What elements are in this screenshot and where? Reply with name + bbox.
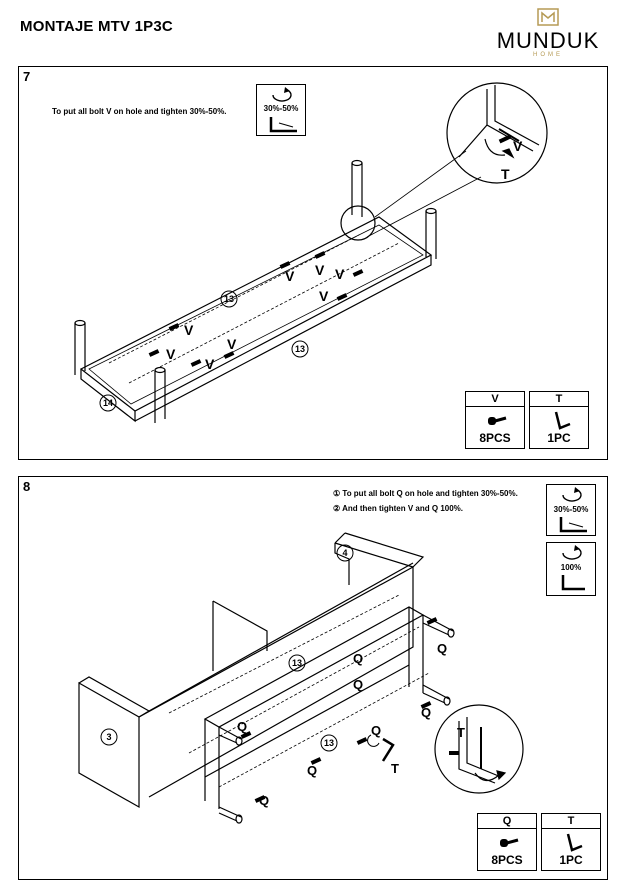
torque-label: 100% — [560, 563, 582, 572]
bolt-v-label: V — [184, 322, 194, 338]
allen-key-icon — [566, 833, 583, 852]
parts-table-t: T 1PC — [529, 391, 589, 449]
step-7-number: 7 — [23, 69, 31, 84]
allen-key-icon — [561, 575, 585, 591]
bolt-icon — [500, 838, 519, 847]
step-8-panel: 8 ① To put all bolt Q on hole and tighte… — [18, 476, 608, 880]
part-13-label: 13 — [324, 738, 334, 748]
bolt-v-label: V — [205, 356, 215, 372]
bolt-icon — [488, 416, 507, 425]
page-title: MONTAJE MTV 1P3C — [20, 18, 173, 35]
part-qty: 8PCS — [491, 853, 523, 867]
torque-box-30-50: 30%-50% — [546, 484, 596, 536]
part-4-label: 4 — [342, 548, 347, 558]
step-8-instruction-2: ② And then tighten V and Q 100%. — [333, 504, 463, 513]
parts-table-q: Q 8PCS — [477, 813, 537, 871]
part-qty: 1PC — [559, 853, 583, 867]
bolt-v-label: V — [335, 266, 345, 282]
torque-box-100: 100% — [546, 542, 596, 596]
bolt-q-label: Q — [259, 793, 269, 808]
rotate-arrow-icon — [272, 87, 292, 102]
bolt-q-label: Q — [437, 641, 447, 656]
logo-text: MUNDUK — [496, 28, 600, 53]
part-letter: T — [530, 392, 588, 407]
allen-key-icon — [554, 411, 571, 430]
part-letter: T — [542, 814, 600, 829]
tool-t-label: T — [501, 166, 510, 182]
step-8-drawing: Q Q Q Q Q Q Q Q T T 13 13 3 4 — [78, 532, 524, 824]
bolt-v-label: V — [513, 138, 523, 154]
tool-t-label: T — [391, 761, 399, 776]
step-7-instruction: To put all bolt V on hole and tighten 30… — [52, 107, 227, 116]
bolt-v-label: V — [285, 268, 295, 284]
part-3-label: 3 — [106, 732, 111, 742]
part-qty: 1PC — [547, 431, 571, 445]
tool-t-label: T — [457, 725, 465, 740]
step-7-drawing: V V V V V V V V V T 13 13 14 — [74, 82, 548, 423]
brand-logo: MUNDUK HOME — [496, 8, 600, 60]
torque-label: 30%-50% — [263, 104, 299, 113]
part-letter: V — [466, 392, 524, 407]
part-13-label: 13 — [292, 658, 302, 668]
part-13-label: 13 — [224, 294, 234, 304]
step-8-number: 8 — [23, 479, 31, 494]
part-13-label: 13 — [295, 344, 305, 354]
bolt-q-label: Q — [421, 705, 431, 720]
bolt-q-label: Q — [353, 677, 363, 692]
torque-box-30-50: 30%-50% — [256, 84, 306, 136]
bolt-q-label: Q — [307, 763, 317, 778]
bolt-q-label: Q — [353, 651, 363, 666]
bolt-v-label: V — [319, 288, 329, 304]
torque-label: 30%-50% — [553, 505, 589, 514]
step-8-instruction-1: ① To put all bolt Q on hole and tighten … — [333, 489, 518, 498]
logo-subtext: HOME — [533, 52, 563, 58]
allen-key-icon — [269, 117, 297, 133]
bolt-q-label: Q — [237, 719, 247, 734]
bolt-v-label: V — [227, 336, 237, 352]
rotate-arrow-icon — [562, 545, 582, 560]
step-7-panel: 7 To put all bolt V on hole and tighten … — [18, 66, 608, 460]
bolt-v-label: V — [166, 346, 176, 362]
bolt-v-label: V — [315, 262, 325, 278]
part-qty: 8PCS — [479, 431, 511, 445]
bolt-q-label: Q — [371, 723, 381, 738]
part-letter: Q — [478, 814, 536, 829]
allen-key-icon — [559, 517, 587, 533]
rotate-arrow-icon — [562, 487, 582, 502]
logo-mark-icon — [537, 8, 559, 26]
part-14-label: 14 — [103, 398, 113, 408]
parts-table-v: V 8PCS — [465, 391, 525, 449]
parts-table-t: T 1PC — [541, 813, 601, 871]
